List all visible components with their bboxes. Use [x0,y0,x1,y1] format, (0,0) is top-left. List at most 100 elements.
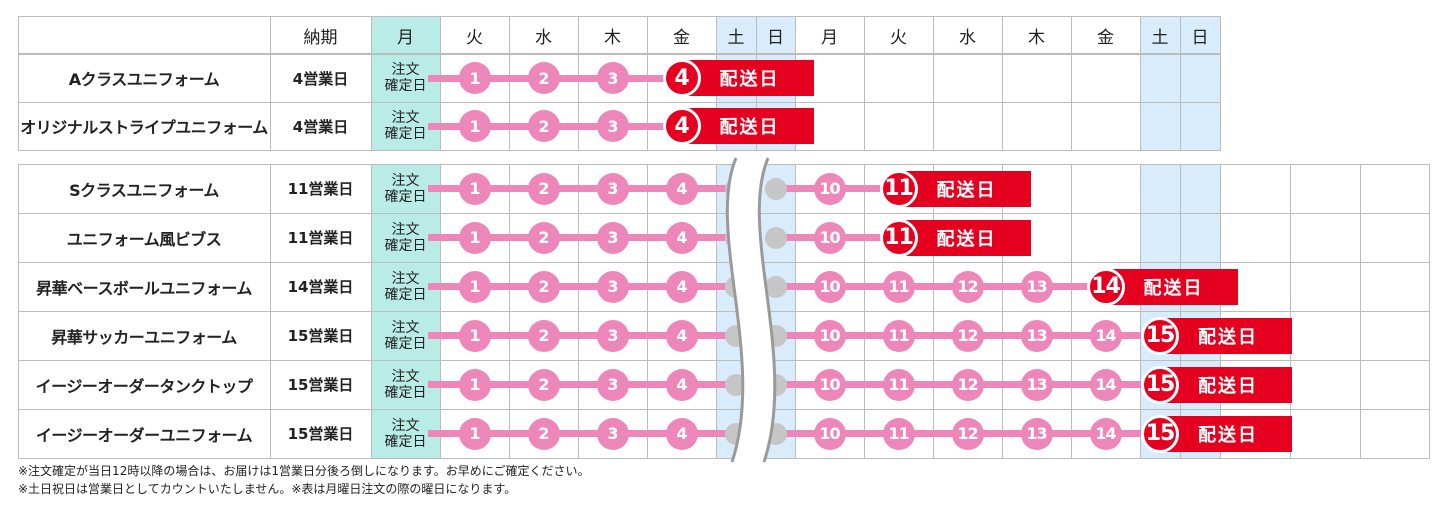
order-confirm-label: 注文 確定日 [384,221,427,254]
business-day-marker: 10 [813,319,846,352]
order-confirm-label: 注文 確定日 [384,110,427,142]
delivery-day-label: 配送日 [902,170,1031,207]
schedule-cell [1290,164,1361,214]
business-day-marker: 2 [527,62,560,94]
day-of-week-label: 水 [535,27,552,48]
business-day-marker: 2 [527,319,560,352]
business-day-marker: 13 [1020,319,1053,352]
business-day-marker: 13 [1020,368,1053,401]
order-confirm-label: 注文 確定日 [384,319,427,352]
delivery-day-badge: 14 [1086,267,1125,306]
business-day-marker: 3 [596,62,629,94]
header-day-cell [795,16,865,54]
timeline-line [427,185,738,192]
timeline-line [427,430,738,437]
business-day-marker: 10 [813,270,846,303]
day-of-week-label: 金 [673,27,690,48]
product-name: イージーオーダーユニフォーム [35,425,253,445]
business-day-marker: 1 [458,270,491,303]
business-day-marker: 12 [951,368,984,401]
business-day-marker: 2 [527,172,560,205]
lead-time-cell [270,213,372,263]
header-day-cell [578,16,648,54]
delivery-day-label: 配送日 [1164,415,1292,452]
business-day-marker: 10 [813,221,846,254]
delivery-day-label: 配送日 [902,219,1031,256]
timeline-line [427,283,738,290]
lead-time-value: 4営業日 [292,117,349,136]
skipped-day-dot [764,177,787,200]
business-day-marker: 13 [1020,270,1053,303]
skipped-day-dot [764,275,787,298]
business-day-marker: 3 [596,368,629,401]
footnote-text: ※注文確定が当日12時以降の場合は、お届けは1営業日分後ろ倒しになります。お早め… [18,464,590,478]
header-blank-cell [18,16,271,54]
delivery-day-badge: 11 [879,169,918,208]
product-name-cell [18,102,271,151]
header-lead-cell [270,16,372,54]
break-wave-line [757,157,777,463]
lead-time-value: 14営業日 [287,278,354,296]
business-day-marker: 1 [458,417,491,450]
business-day-marker: 4 [665,368,698,401]
day-of-week-label: 日 [767,27,784,48]
schedule-cell [1220,213,1291,263]
product-name-cell [18,262,271,312]
day-of-week-label: 月 [397,27,414,48]
business-day-marker: 2 [527,110,560,142]
day-of-week-label: 木 [604,27,621,48]
timeline-line [427,234,738,241]
schedule-cell [1290,409,1361,459]
delivery-day-badge: 15 [1141,365,1179,404]
product-name: Aクラスユニフォーム [68,70,220,89]
business-day-marker: 3 [596,417,629,450]
schedule-cell [1071,213,1141,263]
business-day-marker: 4 [665,319,698,352]
lead-time-cell [270,409,372,459]
break-gap-fill [727,158,775,462]
header-day-cell [440,16,510,54]
schedule-cell [1220,164,1291,214]
product-name: 昇華サッカーユニフォーム [51,327,237,347]
schedule-cell [1002,102,1072,151]
header-day-cell [933,16,1003,54]
business-day-marker: 2 [527,270,560,303]
business-day-marker: 14 [1089,319,1122,352]
delivery-day-label: 配送日 [1164,366,1292,403]
business-day-marker: 4 [665,270,698,303]
lead-time-value: 15営業日 [287,327,354,345]
business-day-marker: 10 [813,368,846,401]
schedule-cell [864,54,934,103]
product-name: Sクラスユニフォーム [69,180,219,200]
product-name-cell [18,213,271,263]
timeline-line [427,381,738,388]
business-day-marker: 3 [596,221,629,254]
lead-time-header: 納期 [303,27,338,48]
business-day-marker: 1 [458,221,491,254]
header-day-cell [1180,16,1221,54]
business-day-marker: 2 [527,221,560,254]
delivery-day-label: 配送日 [685,108,814,144]
order-confirm-label: 注文 確定日 [384,368,427,401]
business-day-marker: 12 [951,319,984,352]
header-day-cell [1140,16,1181,54]
timeline-line [777,283,1094,290]
business-day-marker: 3 [596,110,629,142]
business-day-marker: 1 [458,110,491,142]
product-name-cell [18,409,271,459]
order-confirm-label: 注文 確定日 [384,417,427,450]
footnote-text: ※土日祝日は営業日としてカウントいたしません。※表は月曜日注文の際の曜日になりま… [18,482,517,496]
lead-time-value: 15営業日 [287,425,354,443]
product-name: ユニフォーム風ビブス [66,229,222,249]
product-name: 昇華ベースボールユニフォーム [36,278,252,298]
product-name-cell [18,164,271,214]
schedule-cell [1290,262,1361,312]
business-day-marker: 4 [665,417,698,450]
lead-time-value: 15営業日 [287,376,354,394]
schedule-cell [1360,311,1430,361]
day-of-week-label: 日 [1191,27,1209,48]
day-of-week-label: 火 [466,27,483,48]
header-day-cell [756,16,796,54]
business-day-marker: 14 [1089,368,1122,401]
